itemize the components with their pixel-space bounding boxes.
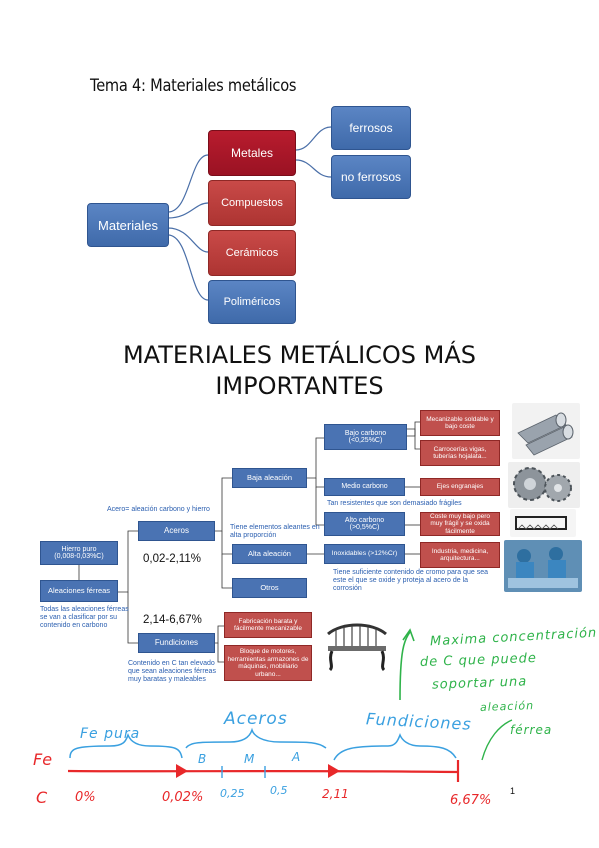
fe-pura-label: Fe pura — [80, 726, 141, 742]
top-diagram-connectors — [167, 126, 332, 301]
value-05: 0,5 — [270, 784, 288, 797]
fe-axis-label: Fe — [33, 750, 53, 769]
hierro-puro-box: Hierro puro (0,008-0,03%C) — [40, 541, 118, 565]
value-667: 6,67% — [450, 793, 492, 808]
value-002: 0,02% — [162, 790, 204, 805]
bajo-carbono-use-2: Carrocerías vigas, tuberías hojalata... — [420, 440, 500, 466]
otros-box: Otros — [232, 578, 307, 598]
medio-carbono-box: Medio carbono — [324, 478, 405, 496]
baja-aleacion-note: Tiene elementos aleantes en alta proporc… — [230, 524, 320, 539]
materiales-node: Materiales — [87, 203, 169, 247]
alta-aleacion-box: Alta aleación — [232, 544, 307, 564]
section-heading-line2: IMPORTANTES — [215, 372, 384, 400]
steel-tubes-image — [512, 403, 580, 459]
bench-image — [322, 616, 392, 672]
medio-carbono-use: Ejes engranajes — [420, 478, 500, 496]
note-line-5: férrea — [510, 723, 553, 737]
ferrosos-node: ferrosos — [331, 106, 411, 150]
value-0: 0% — [75, 790, 96, 805]
fundiciones-use-2: Bloque de motores, herramientas armazone… — [224, 645, 312, 681]
aceros-range: 0,02-2,11% — [143, 553, 201, 565]
inoxidables-use: Industria, medicina, arquitectura... — [420, 542, 500, 568]
value-211: 2,11 — [322, 787, 349, 801]
fundiciones-note: Contenido en C tan elevado que sean alea… — [128, 660, 216, 683]
no-ferrosos-node: no ferrosos — [331, 155, 411, 199]
compuestos-node: Compuestos — [208, 180, 296, 226]
aceros-handwritten: Aceros — [224, 709, 288, 729]
aceros-box: Aceros — [138, 521, 215, 541]
section-heading-line1: MATERIALES METÁLICOS MÁS — [122, 341, 477, 369]
gears-image — [508, 462, 580, 508]
b-label: B — [198, 752, 207, 766]
a-label: A — [292, 750, 301, 764]
baja-aleacion-box: Baja aleación — [232, 468, 307, 488]
page-number: 1 — [510, 786, 516, 796]
metales-node: Metales — [208, 130, 296, 176]
polimericos-node: Poliméricos — [208, 280, 296, 324]
alto-carbono-use: Coste muy bajo pero muy frágil y se oxid… — [420, 512, 500, 536]
fundiciones-range: 2,14-6,67% — [143, 614, 202, 626]
c-axis-label: C — [36, 788, 48, 807]
aleaciones-box: Aleaciones férreas — [40, 580, 118, 602]
alto-carbono-box: Alto carbono (>0,5%C) — [324, 512, 405, 536]
inoxidables-note: Tiene suficiente contenido de cromo para… — [333, 569, 489, 592]
alto-carbono-note: Tan resistentes que son demasiado frágil… — [327, 500, 462, 507]
aceros-note: Acero= aleación carbono y hierro — [107, 506, 210, 513]
bajo-carbono-use-1: Mecanizable soldable y bajo coste — [420, 410, 500, 436]
value-025: 0,25 — [220, 787, 245, 800]
ceramicos-node: Cerámicos — [208, 230, 296, 276]
aleaciones-note: Todas las aleaciones férreas se van a cl… — [40, 606, 129, 629]
lower-diagram-connectors — [78, 421, 420, 663]
surgery-image — [504, 540, 582, 592]
bajo-carbono-box: Bajo carbono (<0,25%C) — [324, 424, 407, 450]
m-label: M — [244, 752, 255, 766]
fundiciones-use-1: Fabricación barata y fácilmente mecaniza… — [224, 612, 312, 638]
page-title: Tema 4: Materiales metálicos — [90, 76, 297, 96]
note-line-4: aleación — [479, 699, 535, 714]
inoxidables-box: Inoxidables (>12%Cr) — [324, 544, 405, 564]
saw-image — [510, 509, 576, 537]
fundiciones-box: Fundiciones — [138, 633, 215, 653]
